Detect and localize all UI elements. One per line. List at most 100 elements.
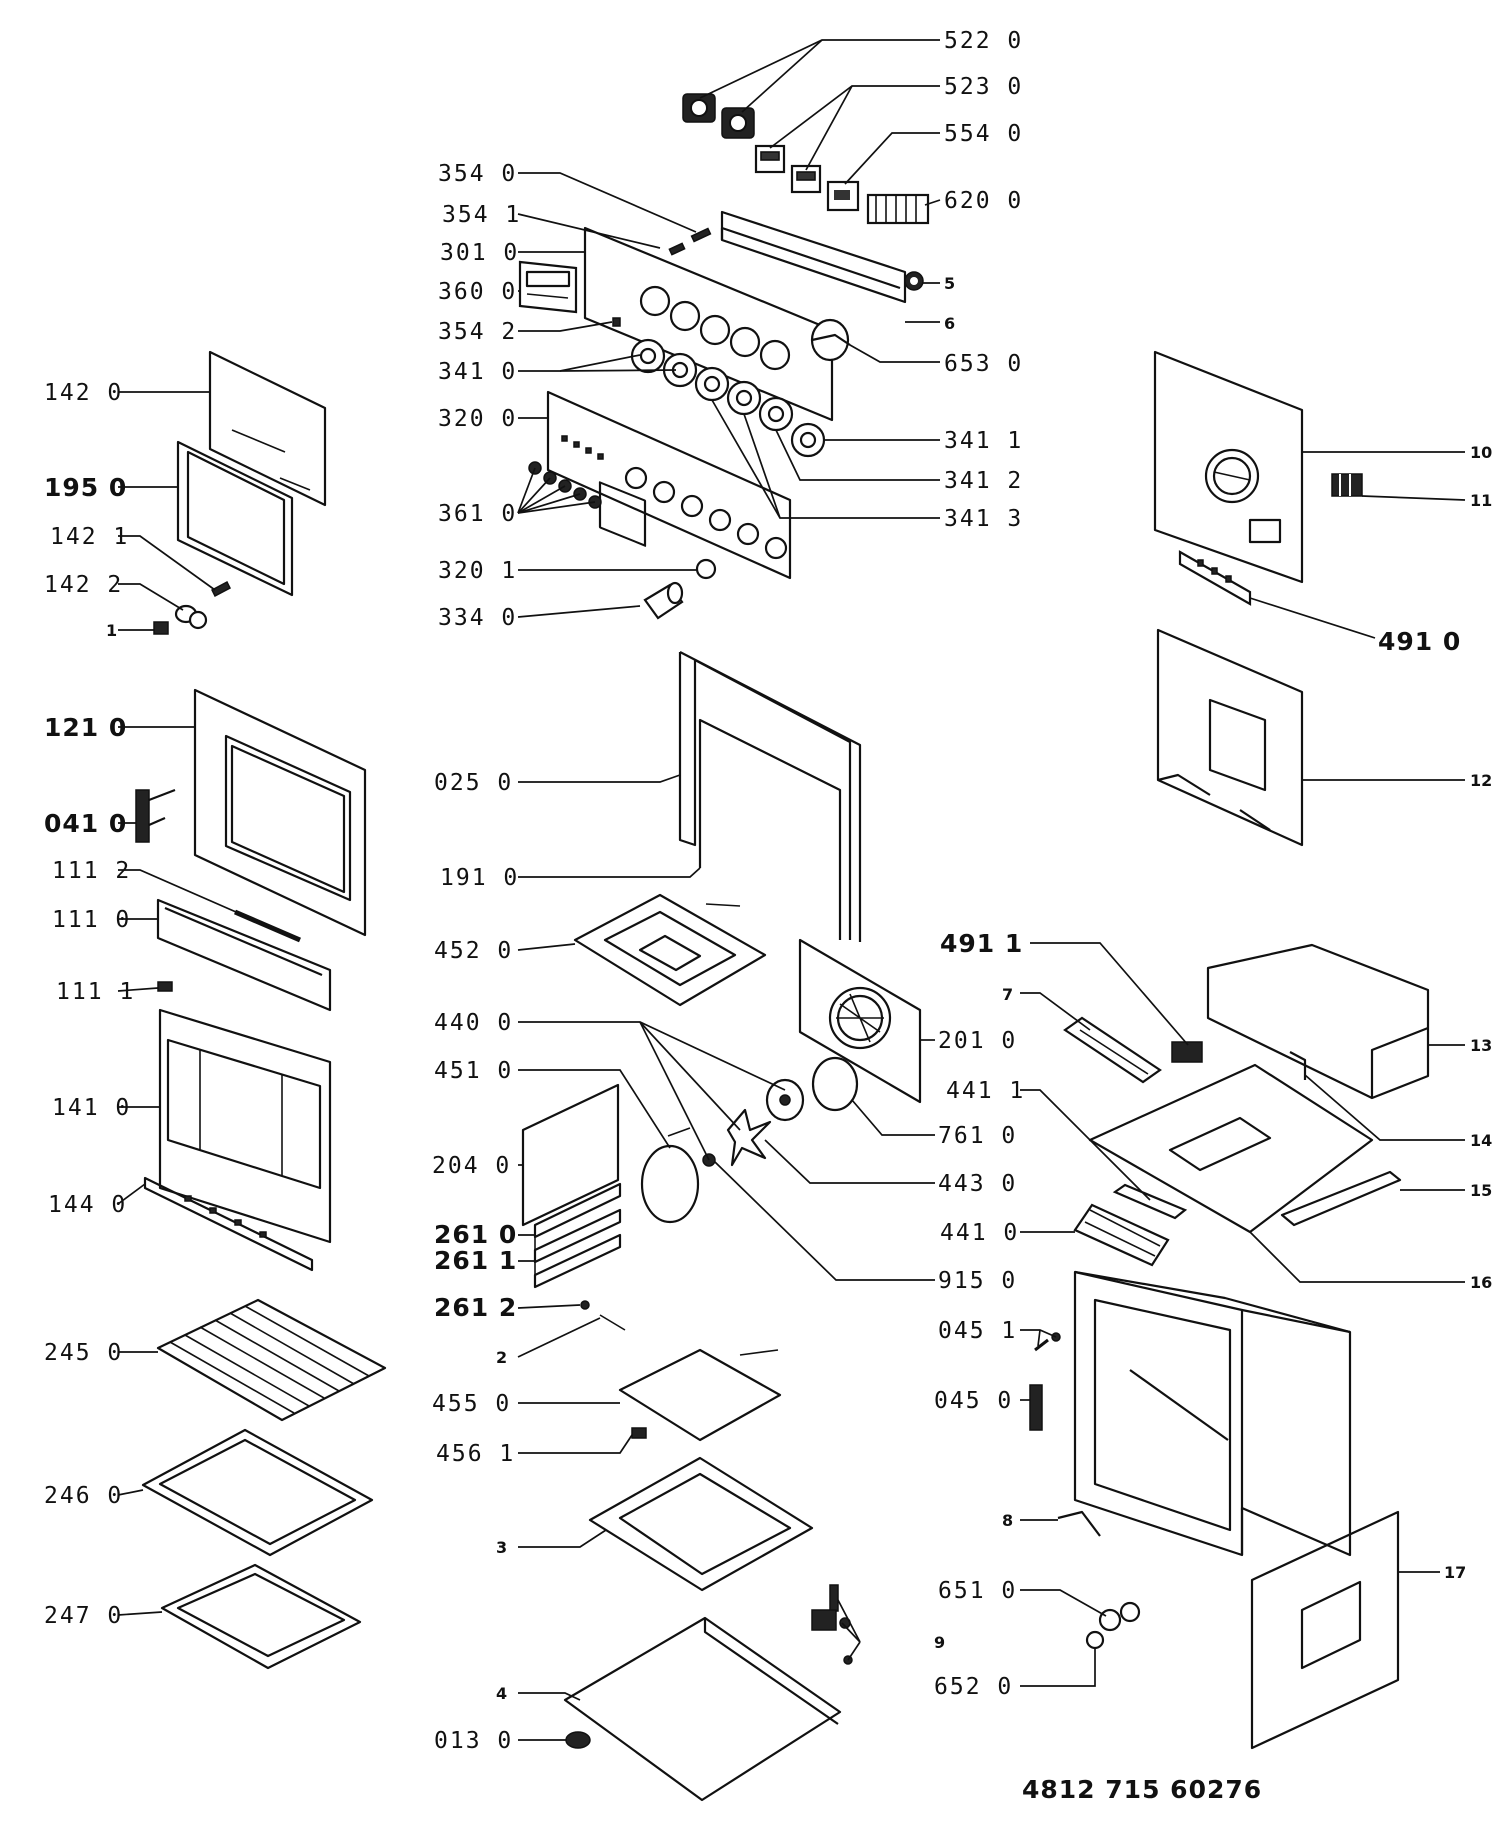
label-4: 4 [496, 1684, 507, 1703]
part-2-pin [599, 1314, 626, 1331]
label-14: 14 [1470, 1131, 1492, 1150]
label-261-1: 261 1 [434, 1246, 517, 1275]
label-354-0: 354 0 [438, 161, 517, 187]
label-195-0: 195 0 [44, 473, 127, 502]
label-456-1: 456 1 [436, 1441, 515, 1467]
part-320-0-fascia [546, 390, 792, 580]
label-12: 12 [1470, 771, 1492, 790]
label-522-0: 522 0 [944, 28, 1023, 54]
label-320-1: 320 1 [438, 558, 517, 584]
label-10: 10 [1470, 443, 1492, 462]
part-121-0-door-frame [193, 688, 367, 937]
part-8-bracket [1057, 1510, 1101, 1537]
label-320-0: 320 0 [438, 406, 517, 432]
label-652-0: 652 0 [934, 1674, 1013, 1700]
label-045-0: 045 0 [934, 1388, 1013, 1414]
label-111-1: 111 1 [56, 979, 135, 1005]
label-2: 2 [496, 1348, 507, 1367]
label-9: 9 [934, 1633, 945, 1652]
label-191-0: 191 0 [440, 865, 519, 891]
label-301-0: 301 0 [440, 240, 519, 266]
part-523-0-switches [754, 144, 822, 194]
part-653-0-knob [810, 318, 851, 362]
label-1: 1 [106, 621, 117, 640]
part-142-0-inner-glass [208, 350, 327, 507]
label-025-0: 025 0 [434, 770, 513, 796]
label-142-2: 142 2 [44, 572, 123, 598]
label-201-0: 201 0 [938, 1028, 1017, 1054]
label-341-1: 341 1 [944, 428, 1023, 454]
label-491-1: 491 1 [940, 929, 1023, 958]
part-354-pins [612, 227, 712, 327]
part-12-bracket [1156, 628, 1304, 847]
part-456-1-clip [631, 1427, 647, 1439]
part-440-0-fan-motor [765, 1078, 805, 1122]
part-452-0-grill-element [573, 893, 767, 1007]
leader-lines [117, 39, 1466, 1741]
label-121-0: 121 0 [44, 713, 127, 742]
label-141-0: 141 0 [52, 1095, 131, 1121]
part-041-0-hinge [135, 788, 176, 843]
part-9-fixings [811, 1584, 853, 1665]
label-451-0: 451 0 [434, 1058, 513, 1084]
part-17-side-panel [1250, 1510, 1400, 1750]
label-045-1: 045 1 [938, 1318, 1017, 1344]
label-3: 3 [496, 1538, 507, 1557]
part-441-1-strip [1112, 1183, 1188, 1220]
part-045-0-catch [1029, 1384, 1043, 1431]
part-620-0-terminal-block [866, 193, 930, 225]
part-554-0-switch [826, 180, 860, 212]
label-204-0: 204 0 [432, 1153, 511, 1179]
label-354-2: 354 2 [438, 319, 517, 345]
part-246-0-baking-tray [141, 1428, 374, 1557]
part-247-0-drip-pan [160, 1563, 362, 1670]
label-452-0: 452 0 [434, 938, 513, 964]
part-1-clip [153, 621, 169, 635]
label-17: 17 [1444, 1563, 1466, 1582]
part-013-0-foot [565, 1731, 591, 1749]
part-491-0-terminal-strip [1178, 550, 1252, 606]
label-8: 8 [1002, 1511, 1013, 1530]
part-261-2-screw [580, 1300, 590, 1310]
part-4-base-plate [563, 1616, 842, 1802]
part-111-2-seal [234, 909, 301, 943]
part-141-0-outer-glass [158, 1008, 332, 1244]
label-334-0: 334 0 [438, 605, 517, 631]
label-441-0: 441 0 [940, 1220, 1019, 1246]
part-320-1-ring [695, 558, 717, 580]
part-142-2-hinge-clip [174, 604, 208, 630]
part-025-0-front-frame [678, 651, 862, 942]
label-142-1: 142 1 [50, 524, 129, 550]
part-3-bottom-panel [588, 1456, 814, 1592]
part-201-0-back-panel [798, 938, 922, 1104]
label-261-0: 261 0 [434, 1220, 517, 1249]
label-6: 6 [944, 314, 955, 333]
label-354-1: 354 1 [442, 202, 521, 228]
part-14-clip [1289, 1051, 1307, 1080]
part-301-0-control-frame [583, 226, 834, 547]
part-443-0-fan-blade [726, 1108, 772, 1167]
part-491-1-terminal [1171, 1041, 1203, 1063]
label-554-0: 554 0 [944, 121, 1023, 147]
label-111-0: 111 0 [52, 907, 131, 933]
label-491-0: 491 0 [1378, 627, 1461, 656]
label-341-3: 341 3 [944, 506, 1023, 532]
part-10-back-cover [1153, 350, 1304, 584]
label-247-0: 247 0 [44, 1603, 123, 1629]
label-261-2: 261 2 [434, 1293, 517, 1322]
label-5: 5 [944, 274, 955, 293]
part-651-0-lamp-holder [1098, 1601, 1141, 1632]
label-915-0: 915 0 [938, 1268, 1017, 1294]
part-16-top-plate [1088, 1063, 1374, 1234]
part-111-0-handle [156, 898, 332, 1012]
label-16: 16 [1470, 1273, 1492, 1292]
label-651-0: 651 0 [938, 1578, 1017, 1604]
label-653-0: 653 0 [944, 351, 1023, 377]
label-360-0: 360 0 [438, 279, 517, 305]
part-195-0-glass-frame [176, 440, 294, 597]
part-341-knob-caps [630, 338, 826, 458]
part-15-strip [1280, 1170, 1402, 1227]
part-522-0-switches [682, 93, 755, 139]
label-041-0: 041 0 [44, 809, 127, 838]
document-number: 4812 715 60276 [1022, 1775, 1262, 1804]
